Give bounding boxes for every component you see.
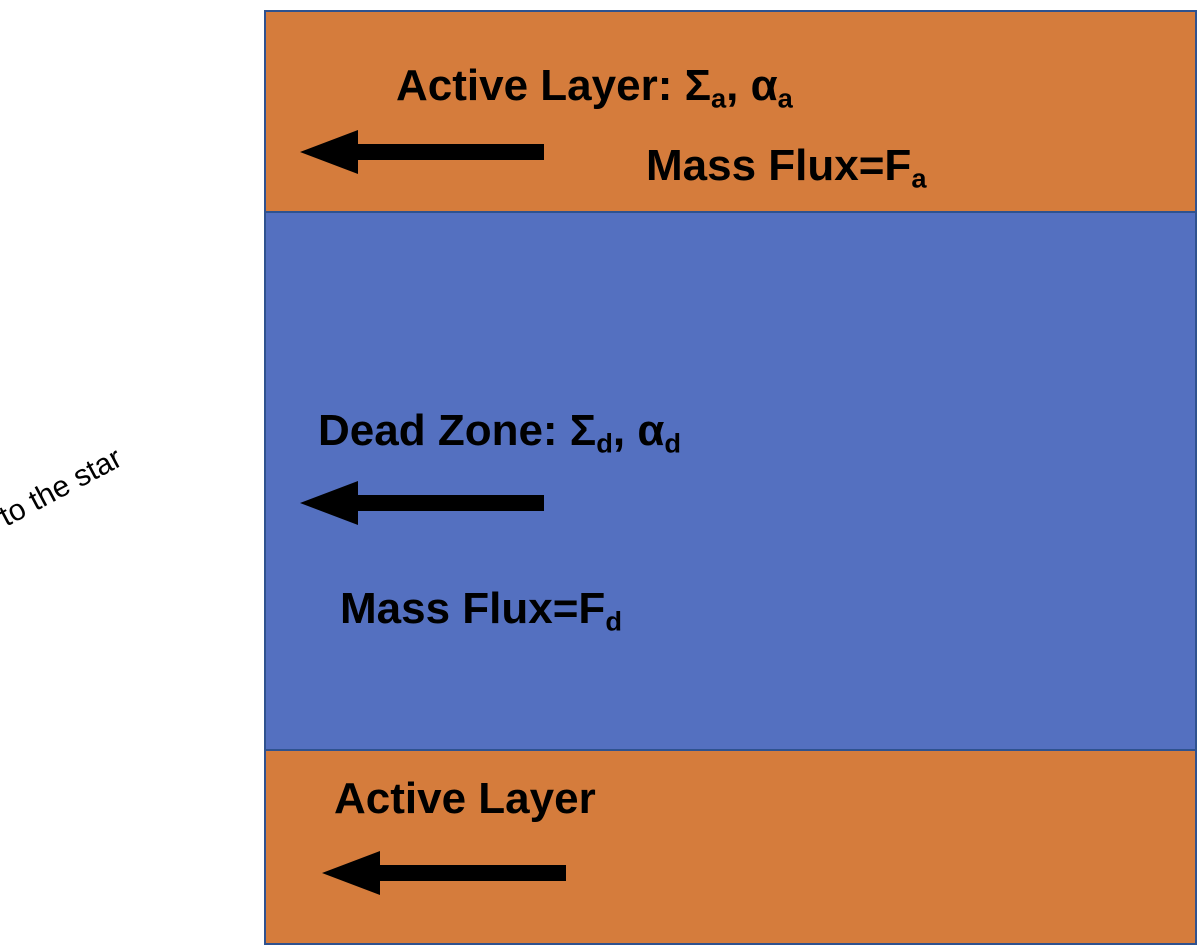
dead-zone-mass-flux-label: Mass Flux=Fd	[340, 584, 622, 637]
dead-zone-layer: Dead Zone: Σd, αd Mass Flux=Fd	[266, 213, 1195, 749]
left-arrow-icon	[300, 130, 544, 174]
star-direction-label: to the star	[0, 441, 128, 534]
top-active-layer: Active Layer: Σa, αa Mass Flux=Fa	[266, 12, 1195, 213]
dead-zone-title: Dead Zone: Σd, αd	[318, 406, 682, 459]
bottom-active-layer-title: Active Layer	[334, 774, 596, 823]
top-active-layer-title: Active Layer: Σa, αa	[396, 61, 793, 114]
bottom-active-layer: Active Layer	[266, 749, 1195, 943]
disk-layers-diagram: Active Layer: Σa, αa Mass Flux=Fa Dead Z…	[264, 10, 1197, 945]
left-arrow-icon	[322, 851, 566, 895]
top-mass-flux-label: Mass Flux=Fa	[646, 141, 927, 194]
left-arrow-icon	[300, 481, 544, 525]
